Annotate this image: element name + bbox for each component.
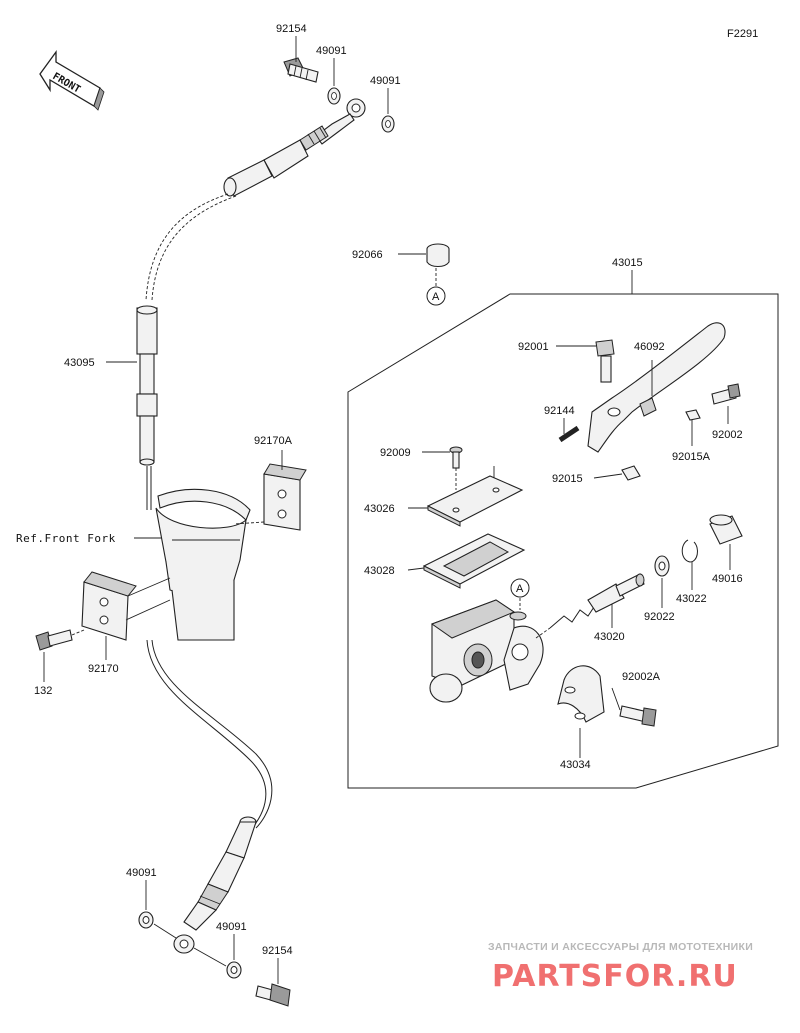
label-49016: 49016 bbox=[712, 573, 743, 585]
label-43034: 43034 bbox=[560, 759, 591, 771]
assembly-frame-43015 bbox=[347, 293, 779, 789]
label-92001: 92001 bbox=[518, 341, 549, 353]
callout-a-bottom-letter: A bbox=[516, 583, 524, 595]
label-92066: 92066 bbox=[352, 249, 383, 261]
label-43095: 43095 bbox=[64, 357, 95, 369]
label-92002A: 92002A bbox=[622, 671, 661, 683]
clamp-43034 bbox=[557, 665, 605, 723]
front-fork-ref bbox=[155, 488, 251, 641]
label-92015: 92015 bbox=[552, 473, 583, 485]
dust-boot-49016 bbox=[709, 514, 743, 545]
cap-92066 bbox=[426, 243, 450, 268]
label-49091-a: 49091 bbox=[316, 45, 347, 57]
label-43028: 43028 bbox=[364, 565, 395, 577]
label-43026: 43026 bbox=[364, 503, 395, 515]
label-92002: 92002 bbox=[712, 429, 743, 441]
label-92144: 92144 bbox=[544, 405, 575, 417]
label-92170A: 92170A bbox=[254, 435, 293, 447]
figure-code: F2291 bbox=[727, 28, 758, 40]
piston-kit-43020 bbox=[549, 573, 645, 629]
brake-hose-lower bbox=[146, 639, 267, 831]
pivot-bolt-92001 bbox=[595, 339, 615, 383]
label-92154-top: 92154 bbox=[276, 23, 307, 35]
hose-clamp-92170 bbox=[81, 571, 137, 641]
brake-lever-46092 bbox=[587, 322, 726, 453]
label-43015: 43015 bbox=[612, 257, 643, 269]
label-49091-b: 49091 bbox=[370, 75, 401, 87]
callout-a-top-letter: A bbox=[432, 291, 440, 303]
nut-92015 bbox=[621, 465, 641, 481]
master-cylinder-body bbox=[429, 599, 544, 703]
bolt-92002 bbox=[711, 383, 741, 405]
label-49091-c: 49091 bbox=[126, 867, 157, 879]
ref-front-fork-label: Ref.Front Fork bbox=[16, 532, 116, 545]
label-43020: 43020 bbox=[594, 631, 625, 643]
circlip-43022 bbox=[681, 539, 698, 563]
bolt-132 bbox=[35, 629, 73, 651]
diaphragm-43028 bbox=[422, 533, 526, 589]
pin-92144 bbox=[558, 425, 580, 443]
nut-92015A bbox=[685, 409, 701, 421]
front-arrow-icon bbox=[39, 50, 105, 111]
label-43022: 43022 bbox=[676, 593, 707, 605]
label-92154-bottom: 92154 bbox=[262, 945, 293, 957]
label-92170: 92170 bbox=[88, 663, 119, 675]
callout-a-top bbox=[426, 286, 446, 306]
hose-fitting-top bbox=[223, 98, 366, 197]
label-92015A: 92015A bbox=[672, 451, 711, 463]
banjo-bolt-top bbox=[283, 57, 319, 83]
callout-a-bottom bbox=[510, 578, 530, 598]
hose-protector-43095 bbox=[136, 305, 158, 466]
watermark-tagline: ЗАПЧАСТИ И АКСЕССУАРЫ ДЛЯ МОТОТЕХНИКИ bbox=[488, 941, 753, 953]
label-92022: 92022 bbox=[644, 611, 675, 623]
label-132: 132 bbox=[34, 685, 52, 697]
hose-fitting-bottom bbox=[173, 816, 257, 954]
screw-92009 bbox=[449, 446, 463, 469]
label-46092: 46092 bbox=[634, 341, 665, 353]
hose-clamp-92170A bbox=[263, 463, 307, 531]
watermark-brand: PARTSFOR.RU bbox=[492, 959, 738, 994]
bolt-92002A bbox=[619, 705, 657, 727]
label-49091-d: 49091 bbox=[216, 921, 247, 933]
label-92009: 92009 bbox=[380, 447, 411, 459]
banjo-bolt-bottom bbox=[255, 983, 291, 1007]
brake-hose-upper bbox=[145, 193, 229, 301]
